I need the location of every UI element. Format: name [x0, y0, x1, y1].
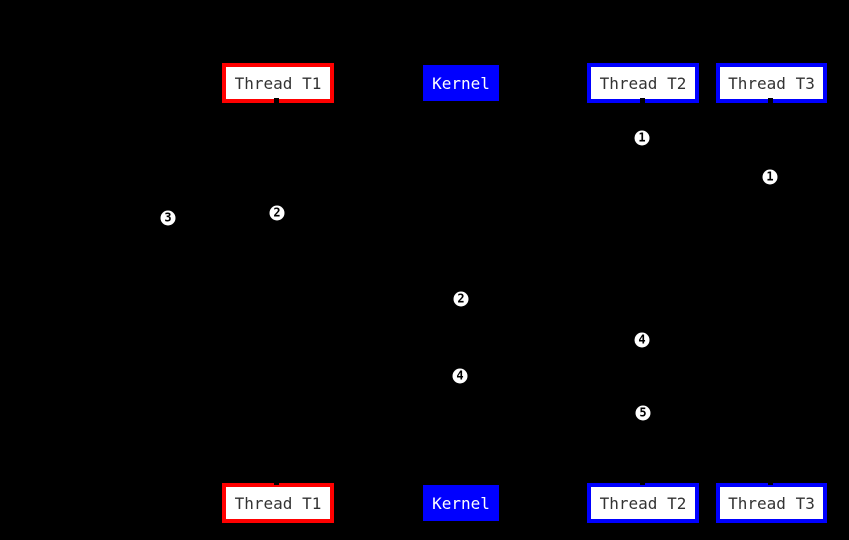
- sequence-marker-3: 3: [160, 210, 176, 226]
- lifeline-stub: [640, 98, 645, 104]
- sequence-marker-1: 1: [634, 130, 650, 146]
- participant-label: Thread T1: [234, 493, 322, 513]
- participant-kernel-bottom: Kernel: [423, 485, 499, 521]
- participant-label: Kernel: [432, 73, 490, 93]
- lifeline-stub: [640, 479, 645, 485]
- lifeline-stub: [274, 479, 279, 485]
- participant-thread-t2-top: Thread T2: [587, 63, 699, 103]
- participant-thread-t3-top: Thread T3: [716, 63, 827, 103]
- participant-label: Thread T3: [728, 73, 815, 93]
- lifeline-stub: [768, 98, 773, 104]
- participant-thread-t3-bottom: Thread T3: [716, 483, 827, 523]
- participant-label: Kernel: [432, 493, 490, 513]
- sequence-marker-5: 5: [635, 405, 651, 421]
- participant-thread-t1-top: Thread T1: [222, 63, 334, 103]
- participant-label: Thread T2: [599, 73, 687, 93]
- sequence-marker-2b: 2: [453, 291, 469, 307]
- sequence-marker-4b: 4: [452, 368, 468, 384]
- participant-label: Thread T2: [599, 493, 687, 513]
- participant-label: Thread T1: [234, 73, 322, 93]
- participant-thread-t1-bottom: Thread T1: [222, 483, 334, 523]
- lifeline-stub: [274, 98, 279, 104]
- lifeline-stub: [768, 479, 773, 485]
- sequence-marker-4: 4: [634, 332, 650, 348]
- sequence-marker-1b: 1: [762, 169, 778, 185]
- participant-label: Thread T3: [728, 493, 815, 513]
- participant-kernel-top: Kernel: [423, 65, 499, 101]
- sequence-marker-2: 2: [269, 205, 285, 221]
- participant-thread-t2-bottom: Thread T2: [587, 483, 699, 523]
